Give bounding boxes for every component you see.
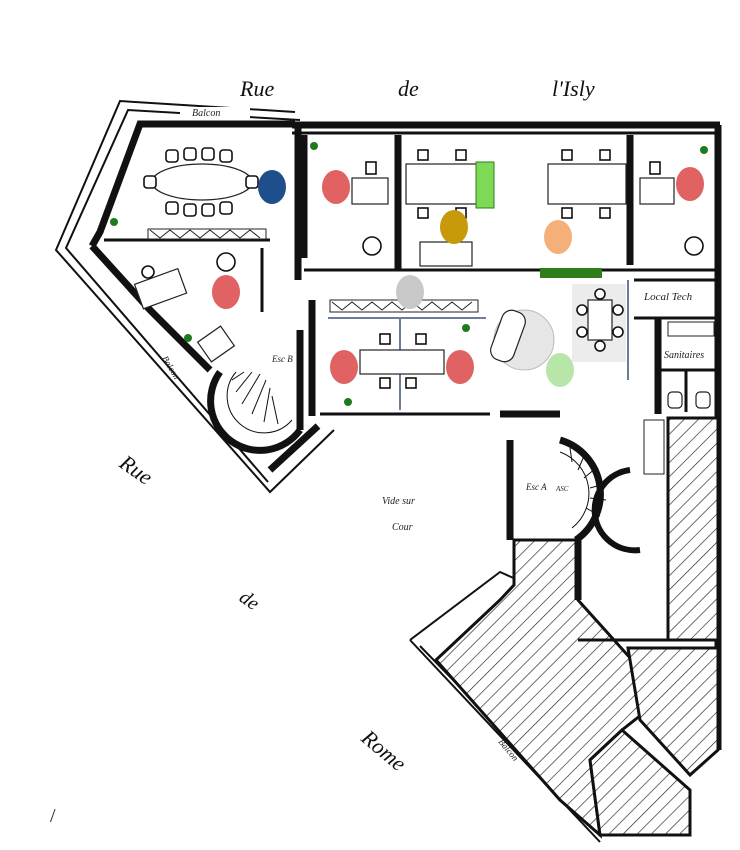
marker-green (546, 353, 574, 387)
marker-red-office-3 (676, 167, 704, 201)
stair-a: Esc A ASC (500, 410, 665, 554)
middle-offices (308, 275, 629, 416)
street-left-word-1: Rue (114, 449, 157, 490)
office-desk (133, 267, 188, 310)
stair-b: Esc B (207, 330, 321, 473)
marker-red-office (212, 275, 240, 309)
conference-chairs (143, 147, 259, 217)
label-local-tech: Local Tech (643, 291, 693, 303)
top-offices (300, 135, 720, 278)
marker-peach (544, 220, 572, 254)
street-left-word-3: Rome (356, 724, 411, 776)
street-top-word-2: de (398, 76, 419, 101)
label-esc-a: Esc A (525, 482, 547, 492)
label-sanitaires: Sanitaires (664, 350, 704, 361)
street-left-word-2: de (235, 586, 263, 615)
street-top-word-1: Rue (239, 76, 274, 101)
marker-red-middle-2 (446, 350, 474, 384)
left-wing: Balcon Balcon (88, 107, 302, 382)
label-vide-line2: Cour (392, 522, 413, 533)
label-esc-b: Esc B (271, 354, 293, 364)
label-balcon-top: Balcon (192, 108, 220, 119)
marker-grey (396, 275, 424, 309)
corner-mark: / (50, 805, 56, 827)
marker-gold (440, 210, 468, 244)
conference-table (151, 163, 253, 201)
marker-red-office-1 (322, 170, 350, 204)
label-vide-line1: Vide sur (382, 496, 415, 507)
marker-red-middle-1 (330, 350, 358, 384)
hatched-area: Balcon (433, 416, 720, 839)
street-top-word-3: l'Isly (552, 76, 595, 101)
service-area: Local Tech Sanitaires (634, 278, 718, 414)
marker-blue (258, 170, 286, 204)
label-balcon-left: Balcon (160, 354, 182, 382)
label-asc: ASC (555, 485, 569, 493)
